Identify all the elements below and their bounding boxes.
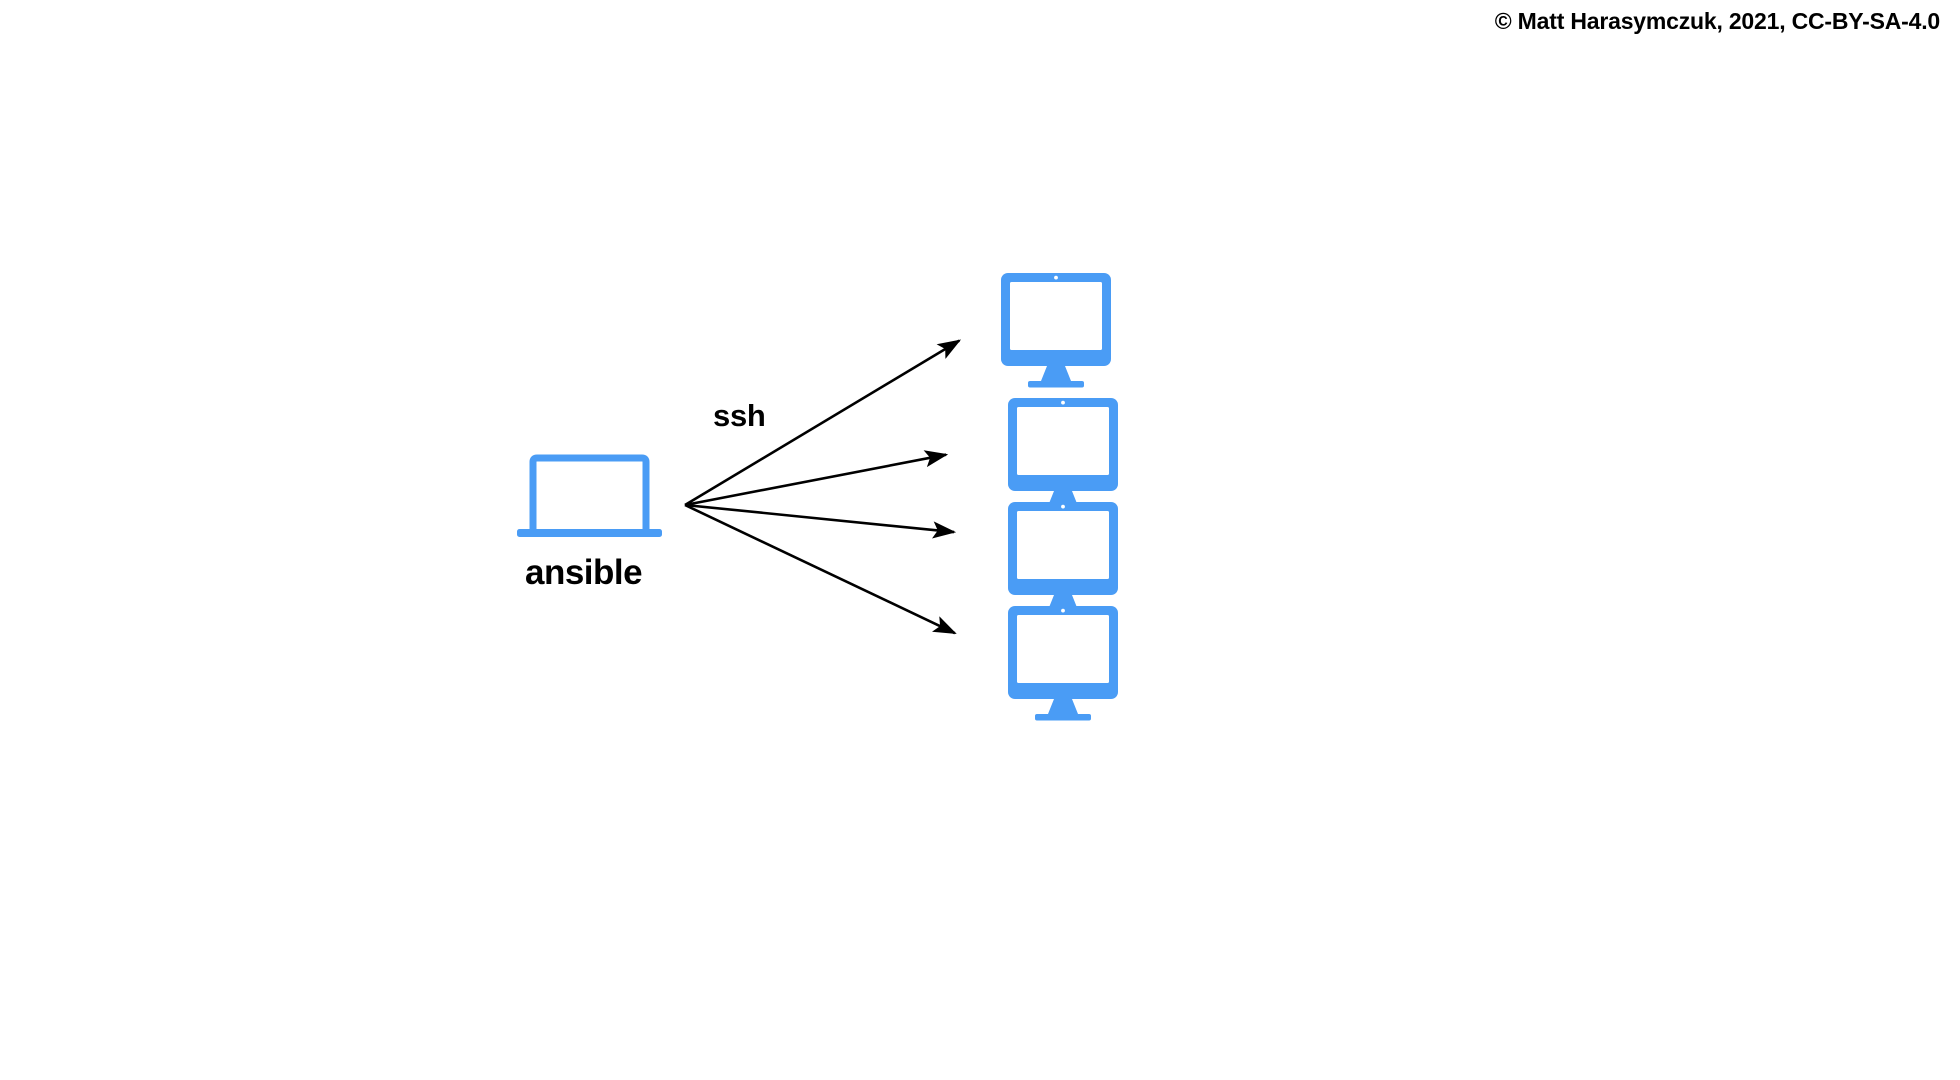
controller-label: ansible xyxy=(525,553,643,592)
monitor-camera-icon xyxy=(1061,608,1065,613)
monitor-screen xyxy=(1017,615,1109,683)
monitor-neck xyxy=(1041,366,1071,381)
laptop-base-bar xyxy=(517,529,662,537)
desktop-monitor-icon xyxy=(1008,398,1118,513)
laptop-icon xyxy=(517,454,662,537)
monitor-screen xyxy=(1017,407,1109,475)
monitor-stand-base xyxy=(1028,381,1084,388)
desktop-monitor-icon xyxy=(1008,502,1118,617)
laptop-screen-outline xyxy=(529,454,650,530)
monitor-camera-icon xyxy=(1054,275,1058,280)
monitor-camera-icon xyxy=(1061,504,1065,509)
monitor-screen xyxy=(1017,511,1109,579)
monitor-neck xyxy=(1048,699,1078,714)
monitor-camera-icon xyxy=(1061,400,1065,405)
edge-to-host-2 xyxy=(684,450,949,507)
desktop-monitor-icon xyxy=(1008,606,1118,721)
edge-label-ssh: ssh xyxy=(713,398,766,433)
edge-to-host-1 xyxy=(684,339,962,507)
desktop-monitor-icon xyxy=(1001,273,1111,388)
edge-to-host-4 xyxy=(684,503,957,635)
edge-to-host-3 xyxy=(684,503,957,539)
monitor-screen xyxy=(1010,282,1102,350)
monitor-stand-base xyxy=(1035,714,1091,721)
copyright-notice: © Matt Harasymczuk, 2021, CC-BY-SA-4.0 xyxy=(1494,8,1940,34)
